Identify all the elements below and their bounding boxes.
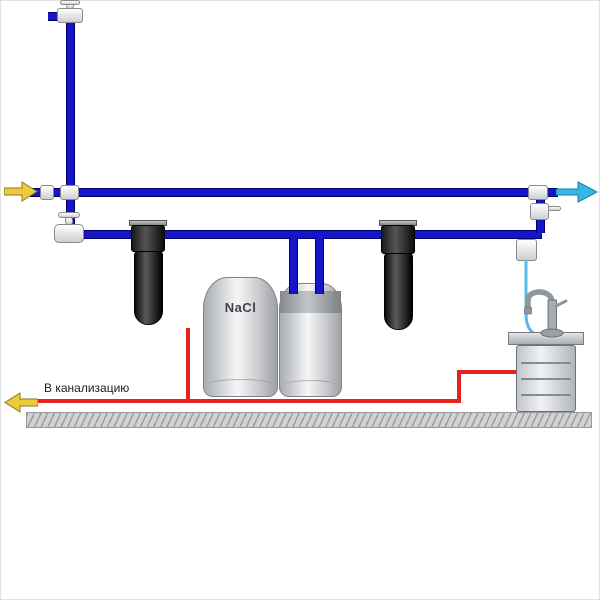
water-inlet-arrow-icon: [4, 181, 38, 202]
softener-outlet-drop-pipe: [315, 237, 324, 294]
drinking-faucet: [524, 289, 568, 338]
branch-valve-body: [54, 224, 84, 243]
inlet-tap-handle: [60, 0, 80, 5]
drain-line-right-vertical: [457, 370, 461, 403]
prefilter-2-housing: [384, 253, 413, 330]
main-supply-pipe: [30, 188, 558, 197]
treated-water-outlet-arrow-icon: [556, 181, 598, 203]
faucet-feed-valve-handle: [548, 206, 561, 211]
undersink-unit-line: [521, 378, 571, 380]
sewer-outlet-arrow-icon: [4, 392, 38, 413]
floor: [26, 412, 592, 428]
inlet-riser-pipe: [66, 20, 75, 232]
tee-fitting-left: [60, 185, 79, 200]
brine-tank-seam: [208, 379, 273, 390]
brine-tank: NaCl: [203, 277, 278, 397]
softener-tank: [279, 283, 342, 397]
brine-tank-label: NaCl: [224, 300, 257, 315]
prefilter-1-cap: [131, 225, 165, 252]
softener-tank-band: [280, 291, 341, 313]
tee-fitting-right: [528, 185, 548, 200]
drain-line-softener-vertical: [186, 328, 190, 402]
prefilter-1-housing: [134, 251, 163, 325]
inlet-tap-stub: [48, 12, 58, 21]
branch-pipe: [66, 230, 542, 239]
inlet-tap-body: [57, 8, 83, 23]
undersink-unit: [516, 345, 576, 412]
drain-line-right-horizontal: [457, 370, 518, 374]
softener-tank-seam: [283, 380, 338, 391]
drain-line-main-horizontal: [36, 399, 460, 403]
softener-inlet-drop-pipe: [289, 237, 298, 294]
undersink-unit-line: [521, 394, 571, 396]
prefilter-2-cap: [381, 225, 415, 254]
pipe-coupling: [40, 185, 54, 200]
faucet-feed-valve-body: [530, 203, 549, 220]
drain-caption: В канализацию: [44, 381, 130, 395]
undersink-unit-line: [521, 362, 571, 364]
